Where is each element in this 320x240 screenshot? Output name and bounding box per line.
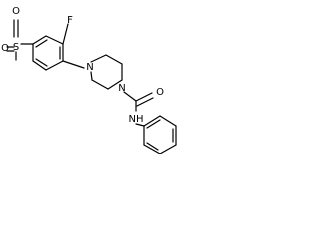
bond-pip-4 — [107, 79, 123, 90]
molecule-canvas: O S O F N N O NH — [0, 0, 189, 154]
structure-drawing: O S O F N N O NH — [1, 6, 177, 154]
nitrogen-top-label: N — [86, 62, 93, 73]
bond-ring-n — [62, 60, 85, 69]
bond-ring-2 — [45, 35, 64, 45]
bond-ph-inner-3 — [146, 142, 159, 151]
bond-ph-inner-1 — [146, 119, 161, 129]
bond-ring-1 — [32, 35, 47, 45]
bond-ph-1 — [143, 115, 161, 127]
atom-labels: O S O F N N O NH — [1, 6, 164, 125]
bond-ph-5 — [143, 144, 161, 154]
bond-ph-4 — [159, 144, 177, 154]
bond-n-c — [123, 91, 137, 102]
bond-pip-2 — [105, 54, 123, 65]
bonds — [6, 19, 177, 154]
bond-ring-inner-3 — [35, 58, 48, 67]
bond-ring-inner-1 — [35, 39, 48, 48]
oxygen-top-label: O — [12, 6, 20, 17]
bond-pip-5 — [91, 79, 109, 90]
bond-ph-2 — [159, 115, 177, 127]
amide-nh-label: NH — [129, 114, 144, 125]
nitrogen-bottom-label: N — [118, 83, 125, 94]
sulfur-label: S — [13, 42, 19, 53]
bond-nh-phenyl — [135, 123, 145, 127]
bond-pip-6 — [90, 71, 93, 81]
bond-ring-f — [62, 23, 69, 45]
bond-c-o-double — [136, 97, 154, 107]
fluorine-label: F — [67, 15, 73, 26]
bond-ring-4 — [45, 60, 64, 71]
oxygen-left-label: O — [1, 43, 9, 54]
bond-ring-5 — [32, 60, 47, 71]
bond-c-o — [135, 92, 153, 102]
oxygen-carbonyl-label: O — [156, 87, 164, 98]
bond-pip-1 — [90, 54, 107, 63]
